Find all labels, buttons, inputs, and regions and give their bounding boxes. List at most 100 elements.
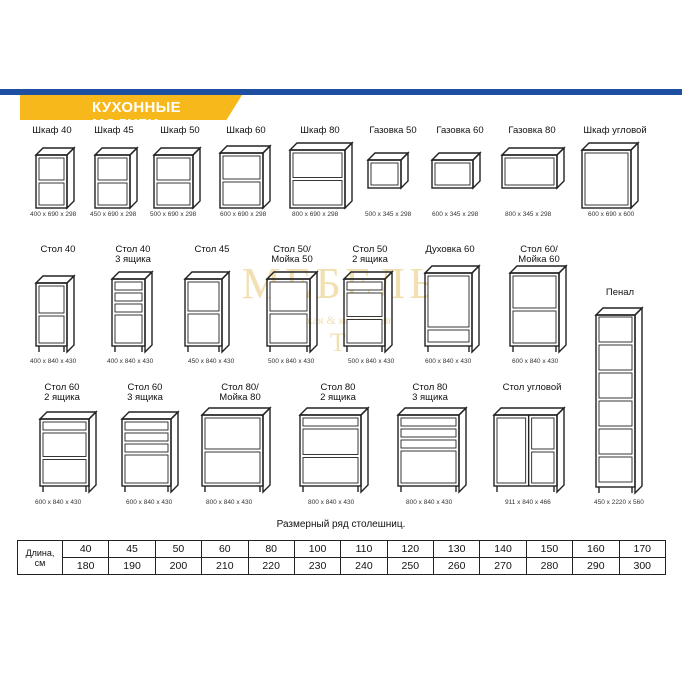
table-cell: 300: [618, 557, 666, 575]
module-label: Стол 40: [40, 244, 76, 255]
module-label: Стол угловой: [502, 382, 562, 393]
cabinet-drawing: [366, 151, 410, 190]
table-cell: 250: [386, 557, 435, 575]
module-label: Стол 50/Мойка 50: [271, 244, 313, 265]
module-dimensions: 600 x 840 x 430: [126, 499, 173, 506]
table-cell: 190: [108, 557, 156, 575]
cabinet-drawing: [508, 264, 568, 354]
worktop-table-title: Размерный ряд столешниц.: [276, 519, 406, 530]
module-label: Шкаф 40: [32, 125, 72, 136]
cabinet-drawing: [492, 406, 566, 494]
table-cell: 40: [61, 540, 110, 558]
module-dimensions: 911 x 840 x 466: [505, 499, 551, 506]
top-blue-bar: [0, 89, 682, 95]
table-cell: 270: [479, 557, 527, 575]
table-cell: 260: [432, 557, 481, 575]
cabinet-drawing: [93, 146, 139, 210]
module-label: Шкаф 45: [94, 125, 134, 136]
cabinet-drawing: [423, 264, 481, 354]
table-cell: 290: [572, 557, 620, 575]
table-cell: 160: [572, 540, 620, 558]
module-dimensions: 800 x 840 x 430: [308, 499, 355, 506]
module-dimensions: 800 x 690 x 298: [292, 211, 339, 218]
page-title: КУХОННЫЕ МОДУЛИ: [92, 99, 181, 133]
module-dimensions: 800 x 840 x 430: [406, 499, 453, 506]
section-banner: КУХОННЫЕ МОДУЛИ: [20, 95, 242, 120]
module-label: Пенал: [605, 287, 635, 298]
module-label: Газовка 60: [436, 125, 484, 136]
module-dimensions: 500 x 840 x 430: [348, 358, 395, 365]
row-header: Длина,см: [17, 540, 63, 575]
module-label: Стол 80/Мойка 80: [219, 382, 261, 403]
cabinet-drawing: [110, 270, 154, 354]
module-label: Стол 45: [194, 244, 230, 255]
table-cell: 230: [293, 557, 342, 575]
table-cell: 240: [340, 557, 388, 575]
table-cell: 130: [432, 540, 481, 558]
module-label: Шкаф 80: [300, 125, 340, 136]
table-cell: 180: [61, 557, 110, 575]
module-dimensions: 400 x 840 x 430: [30, 358, 77, 365]
module-dimensions: 600 x 690 x 298: [220, 211, 267, 218]
table-cell: 50: [154, 540, 203, 558]
module-label: Стол 60/Мойка 60: [518, 244, 560, 265]
module-dimensions: 500 x 345 x 298: [365, 211, 412, 218]
cabinet-drawing: [288, 141, 354, 210]
module-dimensions: 600 x 840 x 430: [425, 358, 472, 365]
cabinet-drawing: [183, 270, 231, 354]
module-dimensions: 500 x 840 x 430: [268, 358, 315, 365]
cabinet-drawing: [265, 270, 319, 354]
cabinet-drawing: [152, 146, 202, 210]
table-cell: 60: [201, 540, 249, 558]
cabinet-drawing: [594, 306, 644, 495]
table-cell: 150: [525, 540, 574, 558]
module-dimensions: 800 x 840 x 430: [206, 499, 253, 506]
table-cell: 170: [618, 540, 666, 558]
cabinet-drawing: [120, 410, 180, 494]
module-dimensions: 450 x 2220 x 560: [594, 499, 644, 506]
module-dimensions: 600 x 840 x 430: [512, 358, 559, 365]
cabinet-drawing: [430, 151, 482, 190]
cabinet-drawing: [34, 274, 76, 354]
cabinet-drawing: [500, 146, 566, 190]
cabinet-drawing: [580, 141, 640, 210]
table-cell: 140: [479, 540, 527, 558]
module-dimensions: 500 x 690 x 298: [150, 211, 197, 218]
module-dimensions: 600 x 690 x 600: [588, 211, 635, 218]
table-cell: 100: [293, 540, 342, 558]
cabinet-drawing: [200, 406, 272, 494]
table-cell: 210: [201, 557, 249, 575]
table-cell: 110: [340, 540, 388, 558]
cabinet-drawing: [34, 146, 76, 210]
cabinet-drawing: [218, 144, 272, 210]
module-dimensions: 600 x 345 x 298: [432, 211, 479, 218]
module-dimensions: 800 x 345 x 298: [505, 211, 552, 218]
module-dimensions: 450 x 840 x 430: [188, 358, 235, 365]
table-cell: 220: [247, 557, 295, 575]
table-cell: 120: [386, 540, 435, 558]
table-cell: 280: [525, 557, 574, 575]
module-label: Газовка 80: [508, 125, 556, 136]
table-cell: 45: [108, 540, 156, 558]
module-label: Шкаф 60: [226, 125, 266, 136]
table-cell: 80: [247, 540, 295, 558]
table-cell: 200: [154, 557, 203, 575]
cabinet-drawing: [396, 406, 468, 494]
module-dimensions: 450 x 690 x 298: [90, 211, 137, 218]
module-label: Шкаф 50: [160, 125, 200, 136]
cabinet-drawing: [298, 406, 370, 494]
cabinet-drawing: [38, 410, 98, 494]
cabinet-drawing: [342, 270, 394, 354]
module-dimensions: 400 x 840 x 430: [107, 358, 154, 365]
module-label: Газовка 50: [369, 125, 417, 136]
module-dimensions: 600 x 840 x 430: [35, 499, 82, 506]
